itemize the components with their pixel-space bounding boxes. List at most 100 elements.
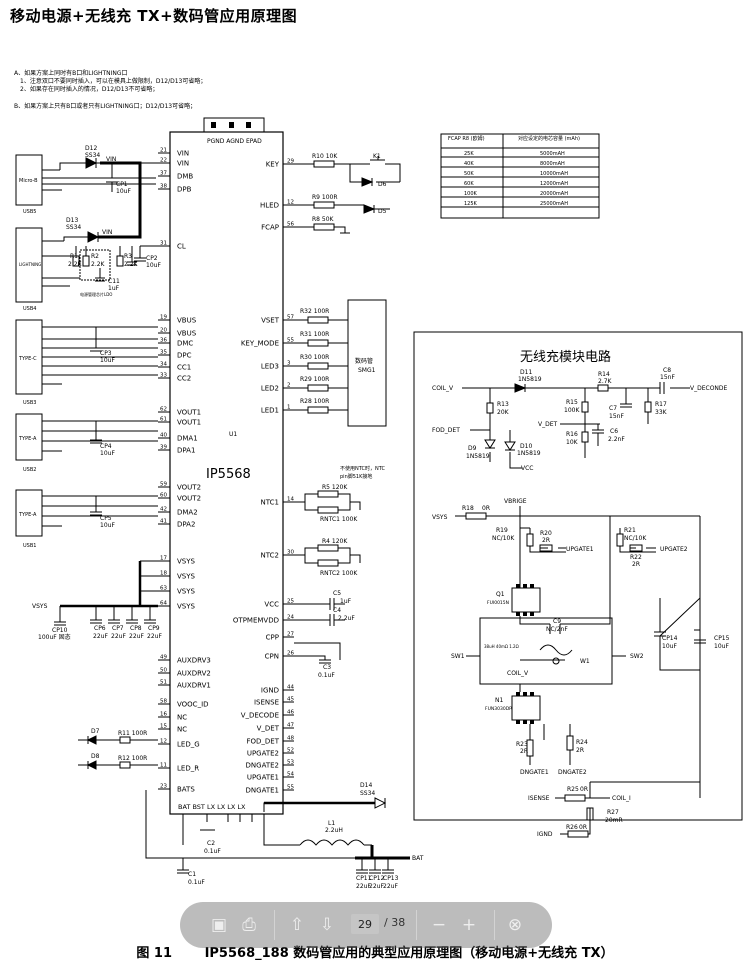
led-indicators: D7 D8 R11 100R R12 100R [78, 728, 158, 770]
cp3-cap: CP3 10uF [90, 327, 115, 364]
pin-name: CL [177, 243, 186, 251]
pin-name: NTC2 [261, 552, 279, 560]
svg-text:100uF 固态: 100uF 固态 [38, 633, 71, 641]
d12-diode: D12 SS34 VIN [85, 145, 142, 200]
fcap-cell: 125K [464, 201, 478, 207]
svg-text:SS34: SS34 [85, 152, 100, 159]
page-title: 移动电源+无线充 TX+数码管应用原理图 [10, 7, 298, 25]
svg-text:10uF: 10uF [116, 188, 131, 195]
zoom-out-icon[interactable]: − [431, 915, 447, 935]
svg-text:D11: D11 [520, 369, 532, 376]
pin-name: UPGATE1 [247, 774, 279, 782]
svg-text:R14: R14 [598, 371, 610, 378]
svg-text:IGND: IGND [537, 831, 553, 838]
fcap-cell: 20000mAH [540, 191, 568, 197]
pin-number: 58 [160, 699, 167, 705]
pin-number: 52 [287, 748, 294, 754]
key-circuit: R10 10K K1 D6 D5 R9 100R R8 50K [294, 153, 401, 234]
previous-page-icon[interactable]: ⇧ [289, 915, 305, 935]
svg-text:1N5819: 1N5819 [466, 453, 490, 460]
zoom-in-icon[interactable]: + [461, 915, 477, 935]
svg-text:2R: 2R [632, 561, 640, 568]
pin-name: KEY_MODE [241, 340, 279, 348]
pin-name: OTPMEMVDD [233, 617, 279, 625]
pin-number: 50 [160, 668, 167, 674]
close-icon[interactable]: ⊗ [507, 915, 523, 935]
svg-text:0.1uF: 0.1uF [318, 672, 335, 679]
page-total: / 38 [384, 916, 406, 929]
svg-text:R31 100R: R31 100R [300, 331, 329, 338]
display-smg: 数码管 SMG1 R32 100R R31 100R R30 100R R29 … [294, 299, 387, 427]
pin-number: 14 [287, 497, 294, 503]
svg-text:NC/10K: NC/10K [624, 535, 647, 542]
pin-name: CPP [266, 634, 279, 642]
pin-name: IGND [261, 687, 279, 695]
pin-number: 12 [287, 200, 294, 206]
pin-name: VOUT1 [177, 409, 201, 417]
port-name: TYPE-A [18, 436, 37, 442]
pin-name: BATS [177, 786, 195, 794]
svg-text:DNGATE2: DNGATE2 [558, 769, 587, 776]
svg-text:D5: D5 [378, 208, 387, 215]
svg-text:0R: 0R [580, 786, 588, 793]
svg-text:R8 50K: R8 50K [312, 216, 335, 223]
svg-text:CP12: CP12 [369, 875, 385, 882]
ntc-network: 不使用NTC时，NTC pin脚51K接地 R5 120K RNTC1 100K… [294, 465, 385, 577]
svg-text:10uF: 10uF [100, 450, 115, 457]
svg-text:R2: R2 [91, 253, 99, 260]
pin-name: DPA1 [177, 447, 195, 455]
svg-text:C7: C7 [609, 405, 617, 412]
svg-text:Q1: Q1 [496, 591, 505, 598]
port-ref: USB3 [23, 400, 36, 406]
pin-name: DPB [177, 186, 192, 194]
fcap-cell: 12000mAH [540, 181, 568, 187]
svg-text:22uF: 22uF [147, 633, 162, 640]
pin-number: 30 [287, 550, 294, 556]
page-number-input[interactable]: 29 [351, 914, 379, 934]
pin-number: 29 [287, 159, 294, 165]
svg-text:CP2: CP2 [146, 255, 158, 262]
svg-text:C11: C11 [108, 278, 120, 285]
figure-number: 图 11 [136, 946, 173, 961]
pin-number: 20 [160, 328, 167, 334]
svg-text:FUI0015N: FUI0015N [487, 600, 509, 606]
pin-number: 26 [287, 651, 294, 657]
svg-text:VSYS: VSYS [32, 603, 48, 610]
pin-name: LED2 [261, 385, 279, 393]
svg-text:0R: 0R [482, 505, 490, 512]
port-name: TYPE-C [18, 356, 37, 362]
svg-text:V_DECONDE: V_DECONDE [690, 385, 728, 392]
port-name: LIGHTNING [19, 262, 41, 267]
pin-number: 24 [287, 615, 294, 621]
svg-text:C9: C9 [553, 618, 561, 625]
pin-name: VOUT2 [177, 484, 201, 492]
svg-text:2R: 2R [542, 537, 550, 544]
print-icon[interactable]: ⎙ [242, 915, 256, 935]
pin-name: LED1 [261, 407, 279, 415]
pin-number: 15 [160, 724, 167, 730]
wireless-title: 无线充模块电路 [520, 349, 611, 365]
pin-name: LED_R [177, 765, 199, 773]
toolbar-divider [416, 910, 417, 940]
pin-name: KEY [266, 161, 280, 169]
next-page-icon[interactable]: ⇩ [319, 915, 335, 935]
svg-text:R22: R22 [630, 554, 642, 561]
pin-number: 16 [160, 712, 167, 718]
usb1-port: TYPE-A USB1 [15, 489, 158, 549]
svg-text:RNTC2 100K: RNTC2 100K [320, 570, 358, 577]
pin-name: VCC [264, 601, 279, 609]
pin-name: V_DET [257, 725, 280, 733]
save-icon[interactable]: ▣ [210, 915, 228, 935]
pin-number: 64 [160, 601, 167, 607]
svg-text:CP6: CP6 [94, 625, 106, 632]
svg-text:C6: C6 [610, 428, 618, 435]
svg-text:1uF: 1uF [108, 285, 120, 292]
svg-text:DNGATE1: DNGATE1 [520, 769, 549, 776]
pin-name: VSYS [177, 573, 196, 581]
svg-text:D8: D8 [91, 753, 100, 760]
pin-name: DPC [177, 352, 192, 360]
pin-name: DMB [177, 173, 193, 181]
svg-text:2.2K: 2.2K [124, 261, 139, 268]
svg-text:CP13: CP13 [383, 875, 399, 882]
vcc-caps: C5 1uF C4 2.2uF C3 0.1uF [294, 590, 355, 679]
